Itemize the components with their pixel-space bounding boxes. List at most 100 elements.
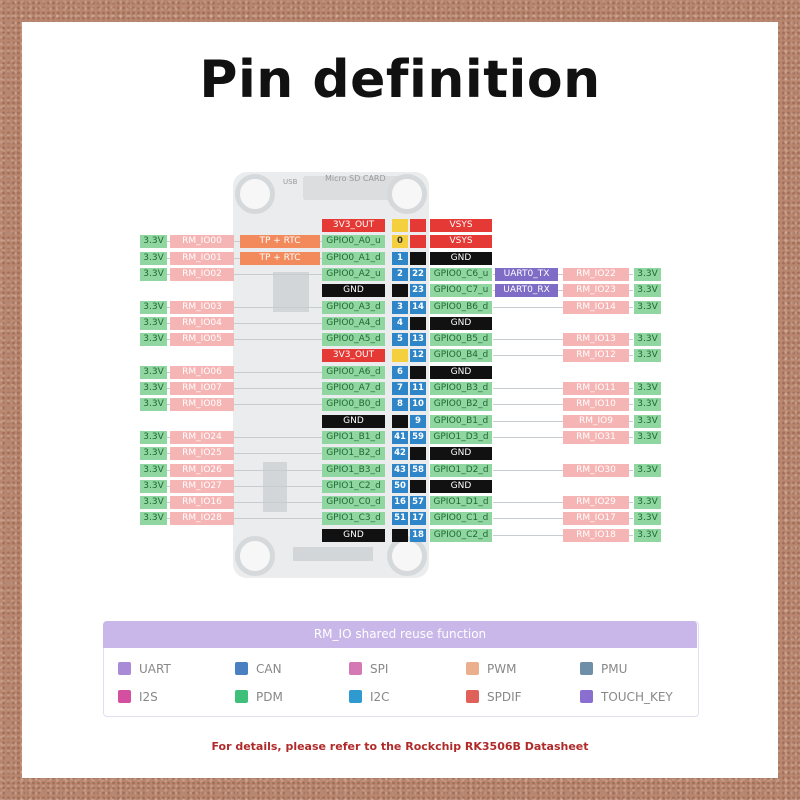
footer-note: For details, please refer to the Rockchi… (211, 740, 589, 753)
power-label: 3.3V (634, 496, 661, 509)
rm-io-label: RM_IO22 (563, 268, 629, 281)
pin-number: 14 (410, 301, 426, 314)
rm-io-label: RM_IO04 (170, 317, 234, 330)
gpio-label: GPIO0_B1_d (430, 415, 492, 428)
rm-io-label: RM_IO01 (170, 252, 234, 265)
rm-io-label: RM_IO29 (563, 496, 629, 509)
gpio-label: GPIO1_D3_d (430, 431, 492, 444)
pin-number: 5 (392, 333, 408, 346)
connector-line (145, 502, 323, 503)
legend-swatch-icon (466, 662, 479, 675)
pin-number: 51 (392, 512, 408, 525)
gpio-label: GPIO0_A1_d (322, 252, 385, 265)
connector-line (145, 388, 323, 389)
legend-label: PDM (256, 690, 283, 704)
rm-io-label: RM_IO18 (563, 529, 629, 542)
legend-swatch-icon (466, 690, 479, 703)
power-label: 3.3V (634, 268, 661, 281)
connector-line (145, 404, 323, 405)
connector-line (145, 241, 323, 242)
gpio-label: GPIO0_A7_d (322, 382, 385, 395)
function-label: UART0_TX (495, 268, 558, 281)
gpio-label: GPIO0_C1_d (430, 512, 492, 525)
legend-label: UART (139, 662, 171, 676)
rm-io-label: RM_IO23 (563, 284, 629, 297)
pin-number: 11 (410, 382, 426, 395)
usb-label: USB (283, 178, 298, 186)
power-label: 3.3V (140, 496, 167, 509)
power-label: 3.3V (634, 415, 661, 428)
legend-label: PWM (487, 662, 517, 676)
legend-item: CAN (235, 661, 282, 677)
legend-item: I2C (349, 689, 390, 705)
connector-line (145, 307, 323, 308)
legend-swatch-icon (580, 662, 593, 675)
mount-hole-icon (387, 536, 427, 576)
rm-io-label: RM_IO03 (170, 301, 234, 314)
gpio-label: GPIO0_A5_d (322, 333, 385, 346)
rm-io-label: RM_IO08 (170, 398, 234, 411)
pin-number: 58 (410, 464, 426, 477)
rm-io-label: RM_IO06 (170, 366, 234, 379)
connector-line (145, 372, 323, 373)
pin-number: 10 (410, 398, 426, 411)
pin-number: 7 (392, 382, 408, 395)
power-label: 3.3V (634, 529, 661, 542)
gpio-label: GPIO0_A4_d (322, 317, 385, 330)
gpio-label: GPIO1_B3_d (322, 464, 385, 477)
legend-swatch-icon (349, 662, 362, 675)
gpio-label: GPIO0_B0_d (322, 398, 385, 411)
legend-item: UART (118, 661, 171, 677)
power-label: 3.3V (140, 431, 167, 444)
power-label: 3.3V (140, 447, 167, 460)
legend-item: PWM (466, 661, 516, 677)
gpio-label: GPIO1_D1_d (430, 496, 492, 509)
power-label: 3.3V (634, 382, 661, 395)
gpio-label: GPIO0_A2_u (322, 268, 385, 281)
pin-number (392, 529, 408, 542)
pin-number: 9 (410, 415, 426, 428)
gpio-label: GND (322, 529, 385, 542)
rm-io-label: RM_IO13 (563, 333, 629, 346)
pin-number (410, 317, 426, 330)
pin-number (410, 235, 426, 248)
power-label: 3.3V (140, 398, 167, 411)
pin-number (410, 219, 426, 232)
gpio-label: GPIO1_B1_d (322, 431, 385, 444)
rm-io-label: RM_IO16 (170, 496, 234, 509)
legend-item: PMU (580, 661, 627, 677)
legend-swatch-icon (235, 662, 248, 675)
power-label: 3.3V (140, 382, 167, 395)
pin-number: 17 (410, 512, 426, 525)
pin-number: 8 (392, 398, 408, 411)
function-label: UART0_RX (495, 284, 558, 297)
pin-number: 12 (410, 349, 426, 362)
power-label: 3.3V (634, 349, 661, 362)
rm-io-label: RM_IO11 (563, 382, 629, 395)
pin-number: 59 (410, 431, 426, 444)
pin-number: 6 (392, 366, 408, 379)
legend-swatch-icon (118, 662, 131, 675)
pin-number: 41 (392, 431, 408, 444)
connector-line (145, 258, 323, 259)
pin-number (410, 480, 426, 493)
gpio-label: GPIO0_B4_d (430, 349, 492, 362)
gpio-label: 3V3_OUT (322, 219, 385, 232)
gpio-label: GPIO0_A0_u (322, 235, 385, 248)
pin-number: 42 (392, 447, 408, 460)
connector-line (145, 518, 323, 519)
connector-line (145, 274, 323, 275)
power-label: 3.3V (634, 284, 661, 297)
mount-hole-icon (235, 536, 275, 576)
rm-io-label: RM_IO00 (170, 235, 234, 248)
function-label: TP + RTC (240, 252, 320, 265)
pin-number (392, 284, 408, 297)
pin-number (392, 415, 408, 428)
legend-swatch-icon (349, 690, 362, 703)
power-label: 3.3V (634, 333, 661, 346)
power-label: 3.3V (140, 252, 167, 265)
gpio-label: 3V3_OUT (322, 349, 385, 362)
legend-swatch-icon (235, 690, 248, 703)
power-label: 3.3V (140, 268, 167, 281)
rm-io-label: RM_IO12 (563, 349, 629, 362)
